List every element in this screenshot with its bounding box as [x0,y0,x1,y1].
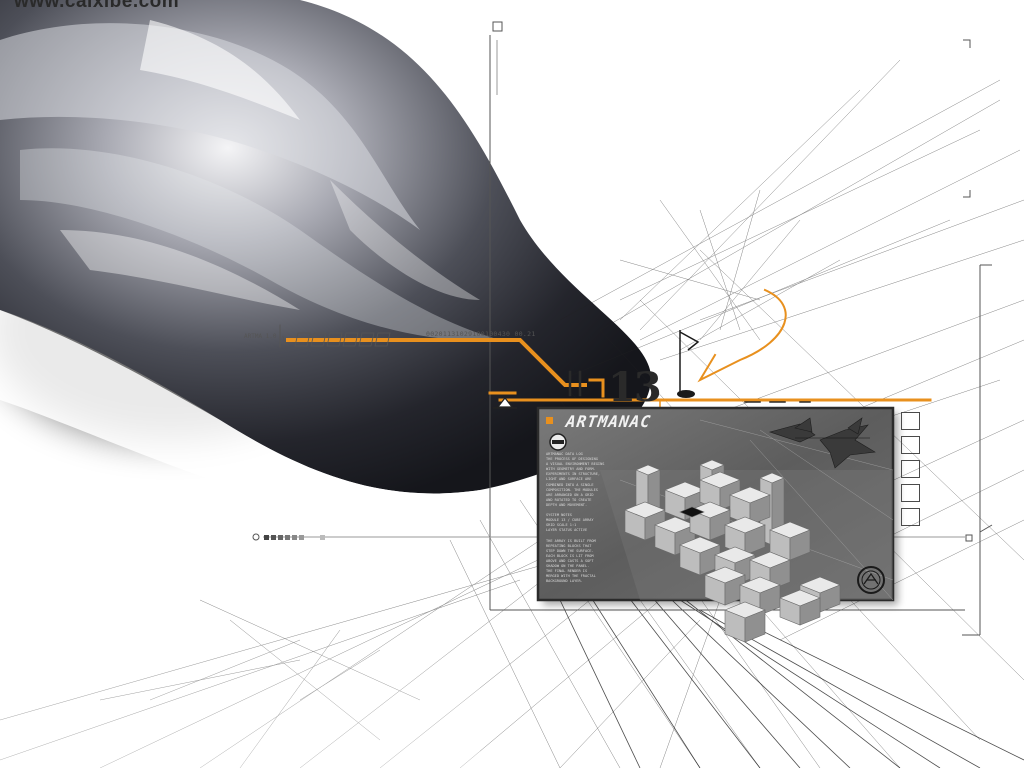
hud-number: 13 [608,364,662,411]
hud-boxes [294,332,391,347]
liquid-metal-swirl [0,0,651,513]
frame-corner-square [492,21,503,32]
power-icon [549,433,567,451]
side-square [901,484,920,502]
side-square [901,412,920,430]
cube-array [624,459,841,643]
triangle-marker-icon [493,397,517,409]
progress-squares [252,533,325,541]
watermark-text: www.caixibe.com [14,0,180,12]
hud-tiny-label: ARTMA 1.0 [244,333,277,340]
circular-emblem-icon [857,566,885,594]
aircraft-illustration [768,417,876,469]
panel-body-text: ARTMANAC DATA LOG THE PROCESS OF DESIGNI… [546,452,605,584]
panel-title: ARTMANAC [564,412,653,431]
side-square [901,508,920,526]
side-square [901,460,920,478]
side-square [901,436,920,454]
hud-serial-text: 00201131029100100430 00.21 [426,330,536,338]
panel-accent-square [546,417,553,424]
flag-icon [677,330,700,398]
fractal-lines-dense [559,559,1024,768]
